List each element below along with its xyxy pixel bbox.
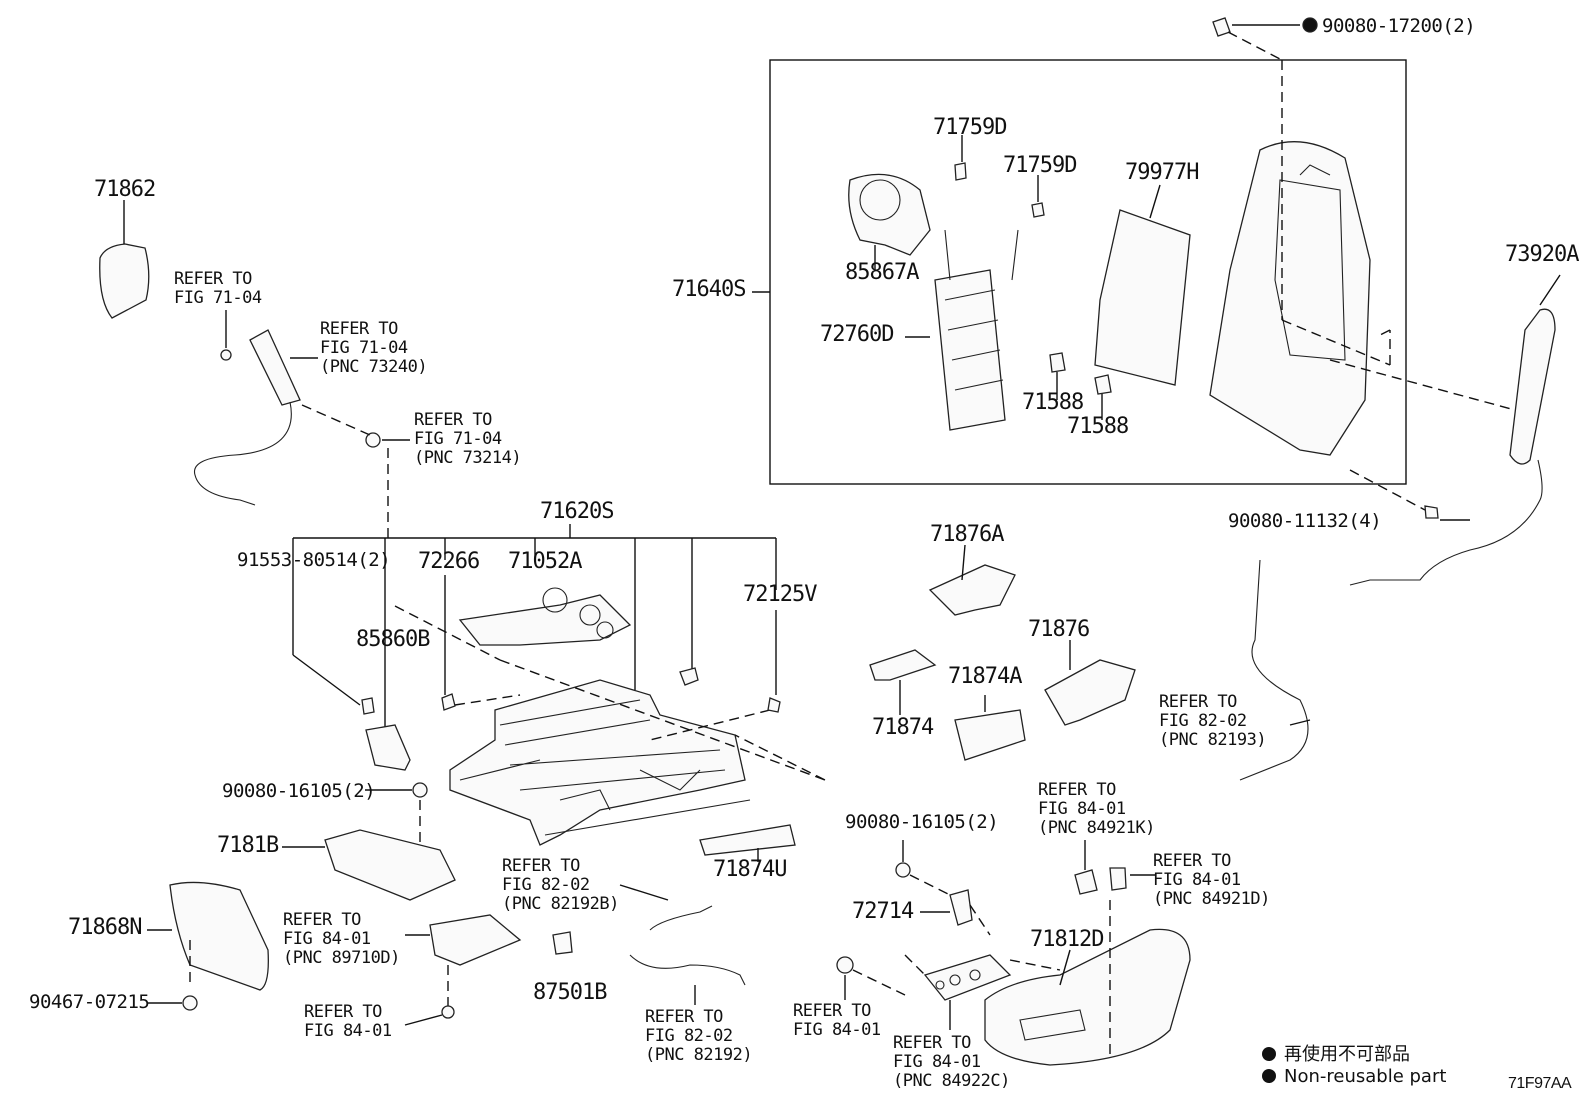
part-lever-harness: [249, 329, 301, 406]
part-7181b-bracket: [324, 829, 456, 901]
label-90080-16105-right: 90080-16105(2): [845, 811, 999, 833]
label-71876: 71876: [1028, 617, 1090, 642]
part-71876a-bracket: [928, 564, 1016, 616]
label-71640s: 71640S: [672, 277, 746, 302]
label-90080-16105-left: 90080-16105(2): [222, 780, 376, 802]
part-79977h-pad: [1094, 209, 1191, 386]
label-73920a: 73920A: [1505, 242, 1579, 267]
part-85860b-bracket: [365, 724, 411, 771]
filled-circle-icon: [1262, 1047, 1276, 1061]
part-71874u-rail: [699, 824, 796, 856]
label-79977h: 79977H: [1125, 160, 1199, 185]
part-nut: [365, 432, 381, 448]
label-ref-fig-71-04: REFER TO FIG 71-04: [174, 269, 262, 308]
label-71812d: 71812D: [1030, 927, 1104, 952]
part-ecu-module: [429, 914, 522, 966]
label-72125v: 72125V: [743, 582, 817, 607]
label-71588-b: 71588: [1067, 414, 1129, 439]
legend-row-ja: 再使用不可部品: [1262, 1040, 1410, 1066]
legend-text-ja: 再使用不可部品: [1284, 1044, 1410, 1065]
label-72760d: 72760D: [820, 322, 894, 347]
label-7181b: 7181B: [217, 833, 279, 858]
label-ref-pnc-84921d: REFER TO FIG 84-01 (PNC 84921D): [1153, 851, 1270, 909]
part-seatback-frame: [1209, 141, 1371, 456]
label-71868n: 71868N: [68, 915, 142, 940]
label-72714: 72714: [852, 899, 914, 924]
label-ref-pnc-84922c: REFER TO FIG 84-01 (PNC 84922C): [893, 1033, 1010, 1091]
label-71620s: 71620S: [540, 499, 614, 524]
label-71759d-b: 71759D: [1003, 153, 1077, 178]
filled-circle-icon: [1262, 1069, 1276, 1083]
label-ref-pnc-73214: REFER TO FIG 71-04 (PNC 73214): [414, 410, 522, 468]
legend-text-en: Non-reusable part: [1284, 1066, 1447, 1087]
seatback-assembly-frame: [769, 59, 1407, 485]
label-91553-80514: 91553-80514(2): [237, 549, 391, 571]
label-90080-17200: 90080-17200(2): [1322, 15, 1476, 37]
label-ref-pnc-82192b: REFER TO FIG 82-02 (PNC 82192B): [502, 856, 619, 914]
label-71588-a: 71588: [1022, 390, 1084, 415]
label-71876a: 71876A: [930, 522, 1004, 547]
label-ref-pnc-82193: REFER TO FIG 82-02 (PNC 82193): [1159, 692, 1267, 750]
part-71874-bracket: [869, 649, 937, 681]
label-ref-pnc-82192: REFER TO FIG 82-02 (PNC 82192): [645, 1007, 753, 1065]
label-ref-fig-84-01-left: REFER TO FIG 84-01: [304, 1002, 392, 1041]
label-71874: 71874: [872, 715, 934, 740]
part-harness-82192: [629, 954, 746, 986]
label-71874a: 71874A: [948, 664, 1022, 689]
label-72266: 72266: [418, 549, 480, 574]
part-switch-assembly: [923, 954, 1012, 1001]
label-ref-pnc-84921k: REFER TO FIG 84-01 (PNC 84921K): [1038, 780, 1155, 838]
label-71052a: 71052A: [508, 549, 582, 574]
figure-code: 71F97AA: [1508, 1075, 1572, 1092]
label-90467-07215: 90467-07215: [29, 991, 150, 1013]
part-71876-bracket: [1044, 659, 1136, 726]
label-90080-11132: 90080-11132(4): [1228, 510, 1382, 532]
part-harness-82193: [1239, 559, 1309, 781]
part-72760d-frame: [934, 269, 1006, 431]
part-72714-clip: [949, 889, 973, 926]
part-71868n-cover: [169, 881, 269, 991]
part-71620s-seat-track: [449, 679, 746, 846]
label-71862: 71862: [94, 177, 156, 202]
part-73920a-cover: [1509, 308, 1556, 465]
part-71874a-bracket: [954, 709, 1026, 761]
part-85867a-plate: [848, 173, 931, 256]
label-71874u: 71874U: [713, 857, 787, 882]
part-harness-82192b: [649, 905, 713, 931]
label-71759d-a: 71759D: [933, 115, 1007, 140]
part-87501b: [552, 931, 573, 955]
part-grommet: [220, 349, 232, 361]
label-ref-pnc-89710d: REFER TO FIG 84-01 (PNC 89710D): [283, 910, 400, 968]
label-ref-pnc-73240: REFER TO FIG 71-04 (PNC 73240): [320, 319, 428, 377]
part-71812d-cover: [984, 928, 1191, 1066]
legend-row-en: Non-reusable part: [1262, 1066, 1446, 1087]
part-71862-cover: [99, 243, 150, 319]
label-ref-fig-84-01-mid: REFER TO FIG 84-01: [793, 1001, 881, 1040]
label-87501b: 87501B: [533, 980, 607, 1005]
label-85860b: 85860B: [356, 627, 430, 652]
label-85867a: 85867A: [845, 260, 919, 285]
